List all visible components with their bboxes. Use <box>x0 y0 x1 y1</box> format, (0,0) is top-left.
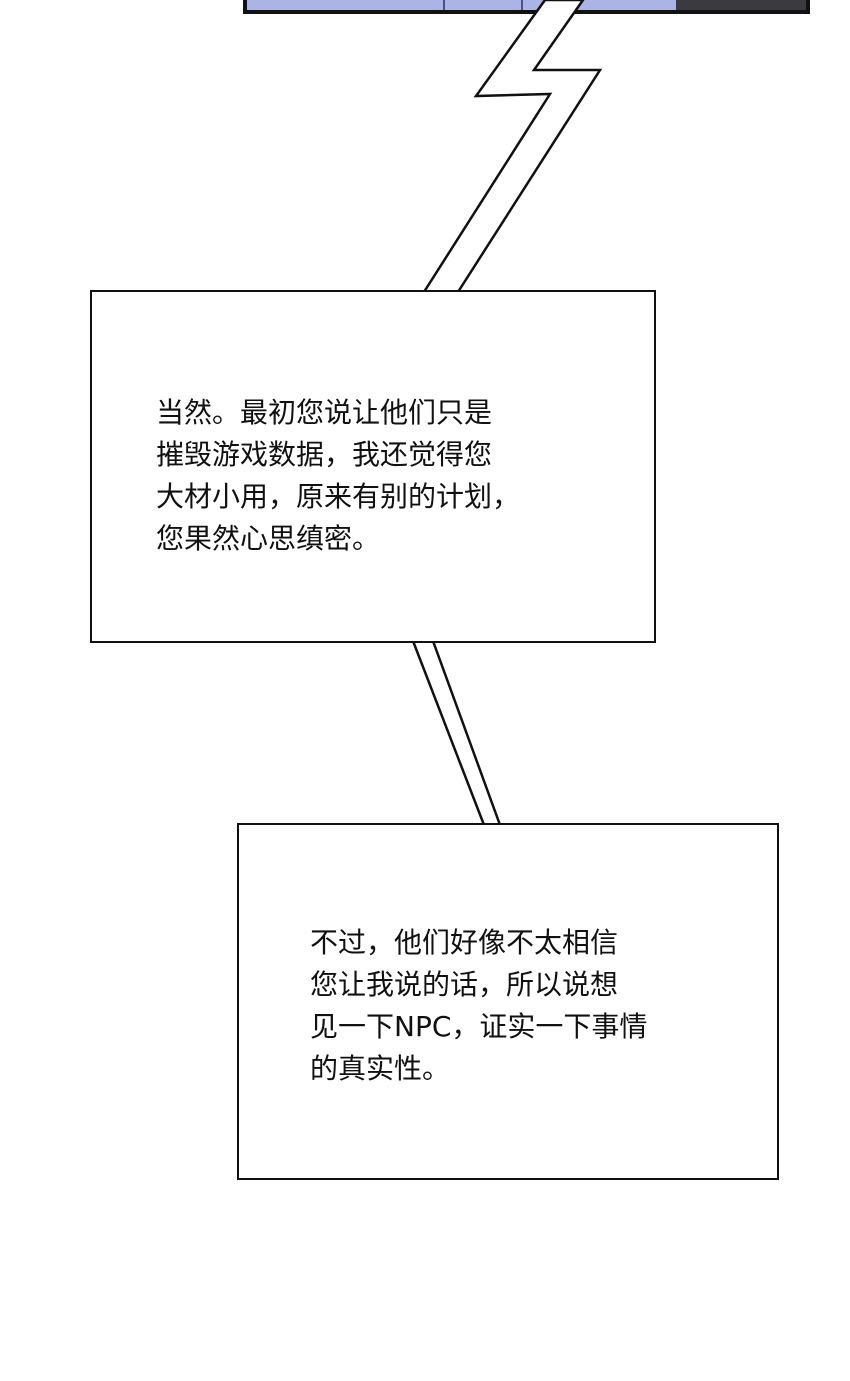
speech-text-bottom: 不过，他们好像不太相信 您让我说的话，所以说想 见一下NPC，证实一下事情 的真… <box>310 922 647 1090</box>
speech-line: 摧毁游戏数据，我还觉得您 <box>156 438 493 471</box>
speech-box-bottom: 不过，他们好像不太相信 您让我说的话，所以说想 见一下NPC，证实一下事情 的真… <box>237 823 779 1180</box>
speech-line: 的真实性。 <box>310 1052 451 1085</box>
speech-line: 大材小用，原来有别的计划， <box>156 480 521 513</box>
speech-line: 见一下NPC，证实一下事情 <box>310 1010 648 1043</box>
panel-window-frame <box>521 0 523 10</box>
speech-line: 您让我说的话，所以说想 <box>310 968 619 1001</box>
panel-dark-region <box>676 0 806 10</box>
previous-panel-edge <box>243 0 810 14</box>
speech-line: 您果然心思缜密。 <box>156 522 381 555</box>
speech-box-top: 当然。最初您说让他们只是 摧毁游戏数据，我还觉得您 大材小用，原来有别的计划， … <box>90 290 656 643</box>
panel-window-frame <box>443 0 445 10</box>
connector-tail <box>411 639 502 827</box>
speech-text-top: 当然。最初您说让他们只是 摧毁游戏数据，我还觉得您 大材小用，原来有别的计划， … <box>156 392 520 560</box>
lightning-tail <box>421 0 603 294</box>
speech-line: 当然。最初您说让他们只是 <box>156 396 493 429</box>
speech-line: 不过，他们好像不太相信 <box>310 926 619 959</box>
